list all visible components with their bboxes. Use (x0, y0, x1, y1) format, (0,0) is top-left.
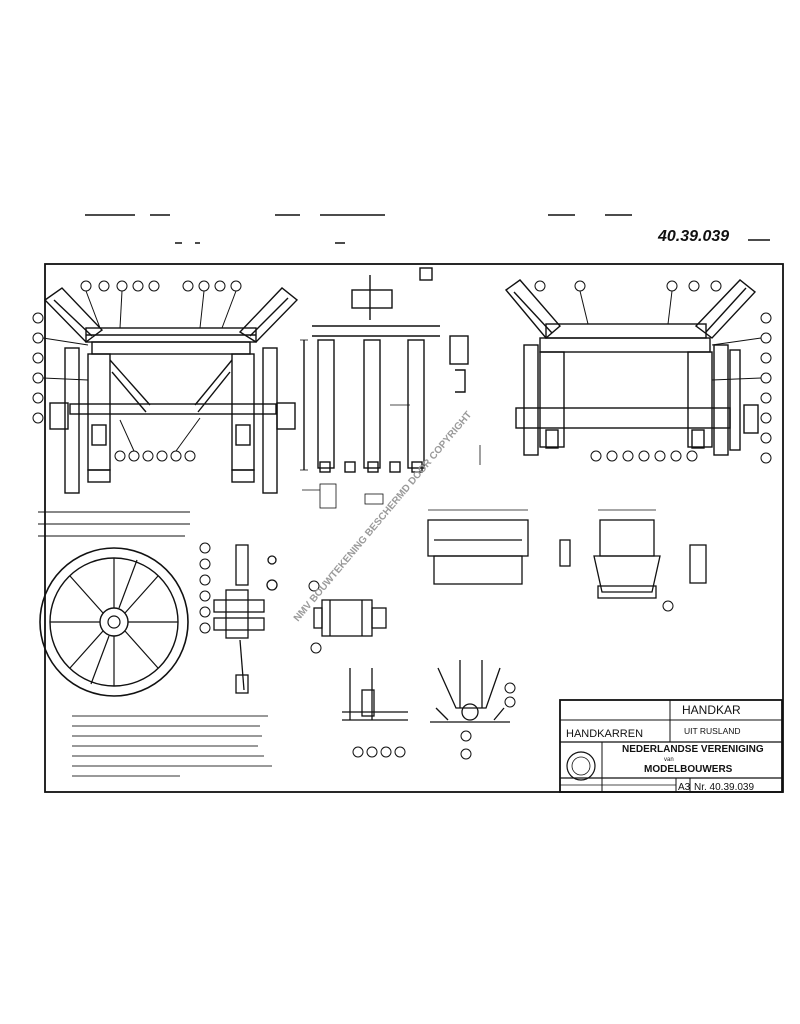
notes-block (72, 715, 272, 777)
part-callouts-left-top (32, 280, 242, 462)
dimension-ticks-plan (300, 339, 481, 509)
title-block-organisation-line1: NEDERLANDSE VERENIGING (622, 744, 764, 755)
joint-details-bottom (342, 660, 510, 723)
title-block-subtitle: UIT RUSLAND (684, 726, 741, 736)
front-view-right (504, 279, 759, 456)
wheel-side-view (38, 511, 190, 697)
copyright-watermark: NMV BOUWTEKENING BESCHERMD DOOR COPYRIGH… (292, 410, 474, 624)
title-block-organisation-van: van (664, 757, 674, 763)
hub-axle-detail (213, 544, 387, 694)
title-block-organisation-line2: MODELBOUWERS (644, 764, 733, 775)
part-callouts-right-top (534, 280, 772, 464)
handwritten-drawing-number: 40.39.039 (657, 228, 729, 245)
drawing-frame (44, 263, 784, 793)
part-callouts-bottom (352, 682, 516, 760)
title-block-drawing-number: Nr. 40.39.039 (694, 782, 754, 793)
title-block-category: HANDKARREN (566, 728, 643, 740)
title-block-title: HANDKAR (682, 703, 741, 717)
plan-view-planks (303, 267, 469, 473)
cross-section-details (427, 509, 707, 599)
title-block (559, 699, 783, 793)
front-view-left (43, 287, 299, 494)
title-block-sheet-format: A3 (678, 782, 691, 793)
part-callouts-hub (199, 542, 674, 654)
top-stray-marks (85, 214, 770, 244)
